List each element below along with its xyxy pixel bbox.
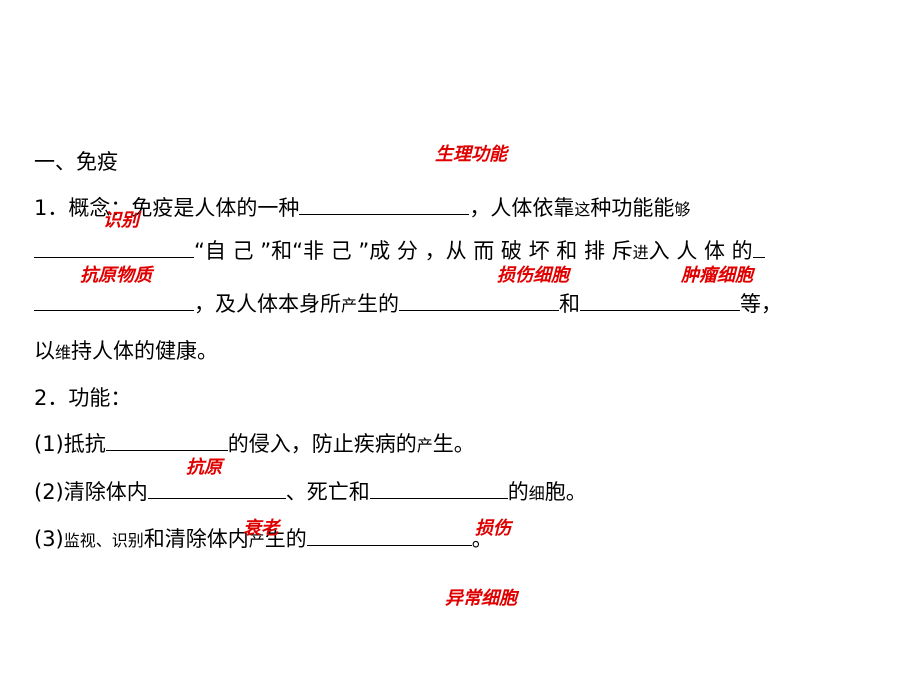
answer-tumor-cells: 肿瘤细胞 bbox=[681, 265, 753, 286]
blank-6 bbox=[105, 430, 228, 451]
function-heading: 2．功能： bbox=[34, 384, 131, 412]
function-heading-text: 2．功能： bbox=[34, 386, 132, 410]
concept-small-text: 产 bbox=[341, 296, 358, 315]
item-text: 、死亡和 bbox=[285, 480, 370, 504]
concept-line-4: 以维持人体的健康。 bbox=[34, 337, 218, 367]
answer-physiological-function: 生理功能 bbox=[435, 144, 507, 165]
concept-line-3: ，及人体本身所产生的 和 等， bbox=[34, 290, 782, 320]
concept-text: 入 人 体 的 bbox=[648, 239, 753, 263]
blank-8 bbox=[369, 478, 508, 499]
answer-recognize: 识别 bbox=[103, 210, 139, 231]
concept-line-2: “自 己 ”和“非 己 ”成 分 ，从 而 破 坏 和 排 斥进入 人 体 的 bbox=[34, 237, 765, 267]
item-small-text: 产 bbox=[416, 436, 433, 455]
item-small-text: 监视、识别 bbox=[63, 531, 144, 550]
concept-line-1: 1．概念：免疫是人体的一种 ，人体依靠这种功能能够 bbox=[34, 194, 690, 224]
concept-text: ，及人体本身所 bbox=[194, 292, 341, 316]
concept-text: 以 bbox=[34, 339, 55, 363]
function-item-3: (3)监视、识别和清除体内产生的 。 bbox=[34, 525, 493, 555]
blank-7 bbox=[147, 478, 286, 499]
answer-antigen-substance: 抗原物质 bbox=[80, 265, 152, 286]
concept-text: 种功能能 bbox=[590, 196, 675, 220]
item-text: 生。 bbox=[432, 432, 475, 456]
concept-text: 生的 bbox=[357, 292, 400, 316]
item-text: 。 bbox=[471, 527, 493, 551]
answer-abnormal-cells: 异常细胞 bbox=[445, 588, 517, 609]
concept-text: 等， bbox=[740, 292, 783, 316]
blank-1 bbox=[299, 194, 470, 215]
item-text: 胞。 bbox=[544, 480, 587, 504]
blank-5 bbox=[580, 290, 741, 311]
answer-damaged-cells: 损伤细胞 bbox=[497, 265, 569, 286]
concept-text: ，人体依靠 bbox=[469, 196, 575, 220]
concept-small-text: 进 bbox=[632, 243, 649, 262]
concept-text: 免疫是人体的一种 bbox=[131, 196, 300, 220]
item-text: (3) bbox=[34, 527, 64, 551]
item-text: 的侵入，防止疾病的 bbox=[227, 432, 417, 456]
concept-text: “自 己 ”和“非 己 ”成 分 ，从 而 破 坏 和 排 斥 bbox=[194, 239, 633, 263]
concept-text: 持人体的健康。 bbox=[71, 339, 219, 363]
concept-small-text: 够 bbox=[674, 200, 691, 219]
concept-label: 概念： bbox=[68, 196, 132, 220]
blank-3 bbox=[34, 290, 194, 311]
concept-small-text: 维 bbox=[55, 343, 72, 362]
item-text: 和清除体内 bbox=[143, 527, 249, 551]
blank-3-start bbox=[752, 237, 765, 258]
item-small-text: 产 bbox=[248, 531, 265, 550]
function-item-1: (1)抵抗 的侵入，防止疾病的产生。 bbox=[34, 430, 475, 460]
answer-antigen: 抗原 bbox=[186, 457, 222, 478]
blank-2 bbox=[34, 237, 194, 258]
answer-aging: 衰老 bbox=[243, 518, 279, 539]
item-text: 生的 bbox=[264, 527, 307, 551]
section-title: 一、免疫 bbox=[34, 148, 118, 176]
item-text: 的 bbox=[507, 480, 529, 504]
concept-number: 1． bbox=[34, 196, 69, 220]
section-title-text: 一、免疫 bbox=[34, 150, 118, 174]
blank-4 bbox=[399, 290, 560, 311]
answer-damaged: 损伤 bbox=[475, 518, 511, 539]
function-item-2: (2)清除体内 、死亡和 的细胞。 bbox=[34, 478, 587, 508]
concept-text: 和 bbox=[559, 292, 581, 316]
concept-small-text: 这 bbox=[574, 200, 591, 219]
item-text: (2)清除体内 bbox=[34, 480, 148, 504]
item-text: (1)抵抗 bbox=[34, 432, 106, 456]
item-small-text: 细 bbox=[528, 484, 545, 503]
blank-9 bbox=[306, 525, 472, 546]
